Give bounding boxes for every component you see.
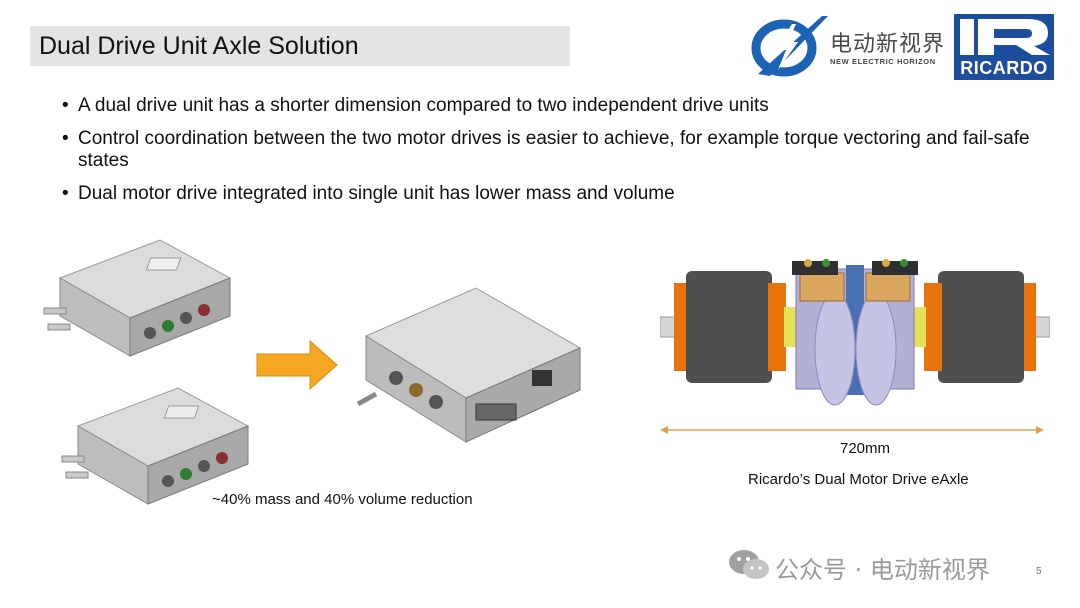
title-bar: Dual Drive Unit Axle Solution	[30, 26, 570, 66]
dual-inverter-unit-image	[356, 287, 582, 443]
arrow-right-icon	[256, 340, 338, 390]
inverter-unit-image-top	[43, 239, 232, 357]
slide-title: Dual Drive Unit Axle Solution	[39, 32, 359, 60]
ricardo-logo: RICARDO	[954, 14, 1054, 80]
logo-chinese-text: 电动新视界	[830, 32, 946, 57]
bullet-item: Control coordination between the two mot…	[60, 128, 1050, 172]
ricardo-r-mark	[954, 14, 1054, 57]
ricardo-wordmark: RICARDO	[954, 57, 1054, 80]
dimension-label: 720mm	[840, 440, 891, 457]
page-number: 5	[1036, 566, 1042, 577]
eaxle-image	[660, 259, 1050, 406]
mass-volume-caption: ~40% mass and 40% volume reduction	[212, 491, 473, 508]
lightning-globe-icon	[751, 16, 828, 77]
watermark-text: 公众号 · 电动新视界	[775, 556, 990, 584]
new-electric-horizon-logo: 电动新视界 NEW ELECTRIC HORIZON	[748, 10, 948, 82]
bullet-item: Dual motor drive integrated into single …	[60, 183, 1050, 205]
eaxle-caption: Ricardo’s Dual Motor Drive eAxle	[748, 471, 969, 488]
inverter-unit-image-bottom	[61, 387, 250, 505]
dimension-line	[660, 426, 1044, 434]
bullet-item: A dual drive unit has a shorter dimensio…	[60, 95, 1050, 117]
bullet-list: A dual drive unit has a shorter dimensio…	[60, 95, 1050, 216]
wechat-icon	[729, 550, 769, 579]
logo-english-text: NEW ELECTRIC HORIZON	[830, 57, 936, 66]
wechat-watermark: 公众号 · 电动新视界	[727, 547, 1047, 584]
